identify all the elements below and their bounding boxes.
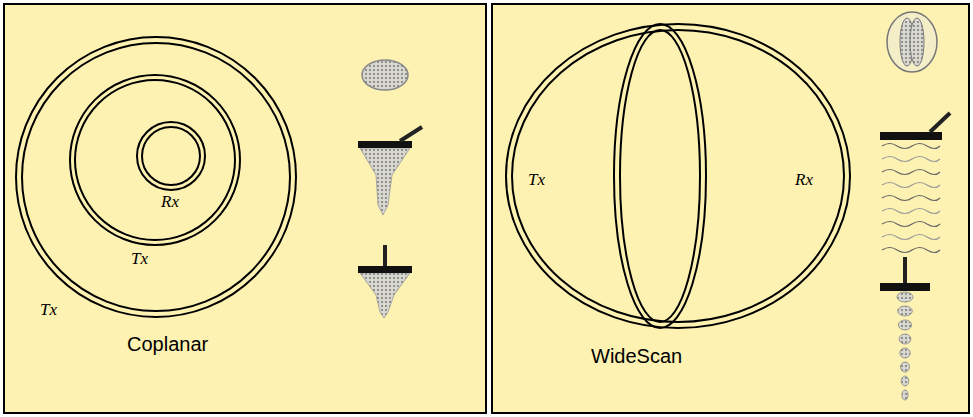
scan-panel: Coplanar xyxy=(3,3,487,414)
coil-label: Tx xyxy=(131,249,148,269)
coil-label: Rx xyxy=(161,192,179,212)
widescan-coils xyxy=(506,24,850,328)
panel-ground xyxy=(491,3,970,414)
scan-panel: WideScan xyxy=(491,3,970,414)
coplanar-icons xyxy=(358,60,422,318)
coil-label: Rx xyxy=(795,170,813,190)
coplanar-coils xyxy=(16,37,296,317)
coil-label: Tx xyxy=(528,170,545,190)
coil-type-title: Coplanar xyxy=(127,333,208,356)
widescan-icons xyxy=(880,12,950,400)
coil-type-title: WideScan xyxy=(591,345,682,368)
panel-ground xyxy=(3,3,487,414)
coil-label: Tx xyxy=(40,300,57,320)
